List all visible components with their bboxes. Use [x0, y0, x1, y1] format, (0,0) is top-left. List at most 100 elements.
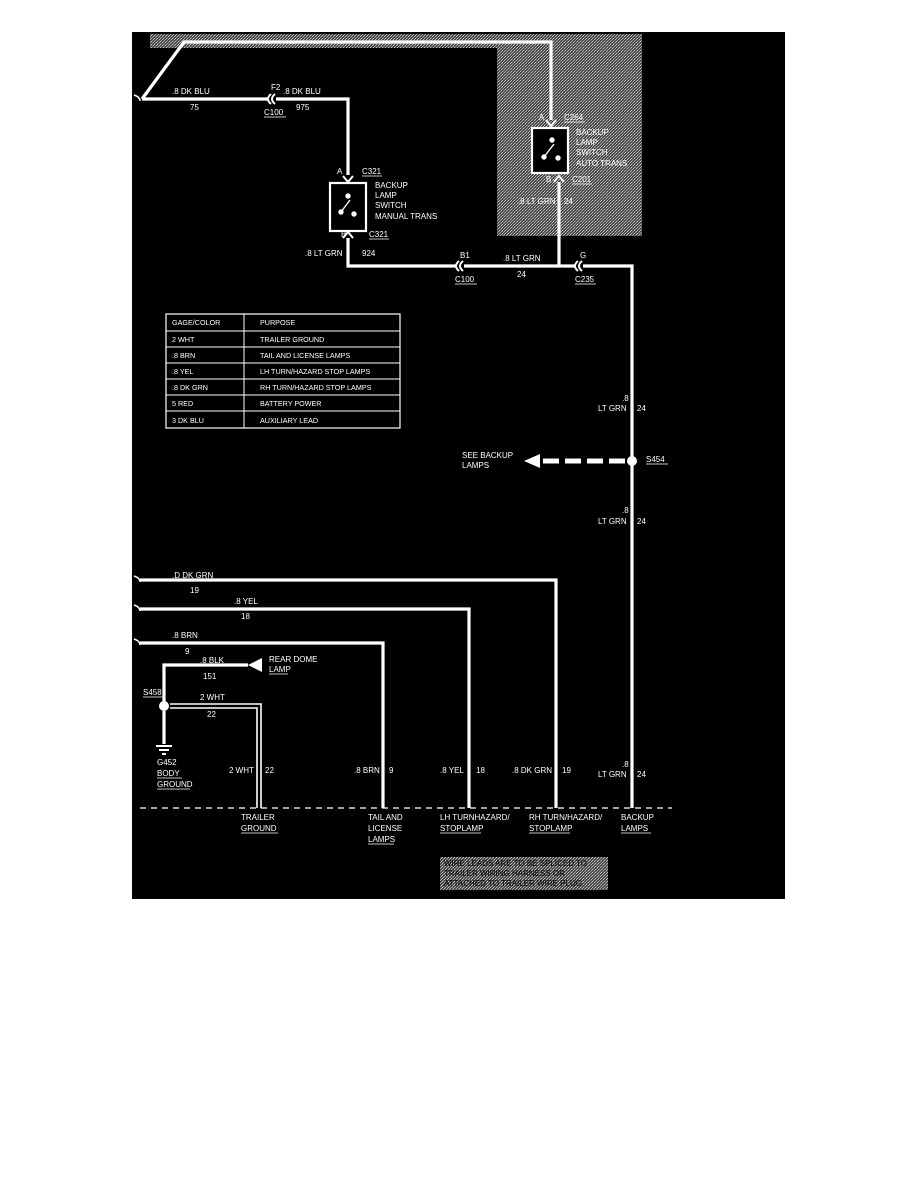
- manual-switch-box: [328, 181, 368, 233]
- circuit-number: 22: [207, 710, 216, 719]
- note-line: TRAILER WIRING HARNESS OR: [444, 869, 565, 878]
- left-stub-3: [133, 604, 141, 612]
- rear-dome-arrowhead: [248, 658, 262, 672]
- gage-color-table: GAGE/COLOR PURPOSE 2 WHT TRAILER GROUND …: [165, 313, 401, 429]
- wire-label: .8 BLK: [200, 656, 225, 665]
- wire-label: LT GRN: [598, 517, 627, 526]
- table-cell: 2 WHT: [172, 335, 195, 344]
- auto-switch-symbol: [541, 137, 561, 161]
- table-cell: RH TURN/HAZARD STOP LAMPS: [260, 383, 372, 392]
- auto-switch-label: AUTO TRANS: [576, 159, 627, 168]
- note-box: [440, 857, 608, 890]
- table-cell: LH TURN/HAZARD STOP LAMPS: [260, 367, 370, 376]
- splice-label: S454: [646, 455, 665, 464]
- circuit-number: 24: [564, 197, 573, 206]
- wire-lt-grn-24-main: [583, 264, 634, 808]
- wire-label: 2 WHT: [229, 766, 254, 775]
- circuit-number: 22: [265, 766, 274, 775]
- connector-label: C201: [572, 175, 592, 184]
- pin-label: B: [341, 230, 346, 239]
- connector-label: C321: [362, 167, 382, 176]
- circuit-number: 18: [476, 766, 485, 775]
- diagram-background: [132, 32, 785, 899]
- ground-symbol: [156, 745, 172, 755]
- see-backup-label: LAMPS: [462, 461, 489, 470]
- splice-label: S458: [143, 688, 162, 697]
- circuit-number: 24: [637, 770, 646, 779]
- manual-switch-symbol: [338, 193, 357, 217]
- wire-wht-22-b: [170, 707, 258, 808]
- wire-gauge: .8: [622, 394, 629, 403]
- circuit-number: 75: [190, 103, 199, 112]
- circuit-number: 975: [296, 103, 310, 112]
- auto-switch-label: BACKUP: [576, 128, 609, 137]
- wire-label: .8 LT GRN: [518, 197, 556, 206]
- table-header-purpose: PURPOSE: [260, 318, 295, 327]
- lead-rh: STOPLAMP: [529, 824, 572, 833]
- lead-trailer-ground: GROUND: [241, 824, 277, 833]
- circuit-number: 19: [562, 766, 571, 775]
- note-line: ATTACHED TO TRAILER WIRE PLUG.: [444, 879, 584, 888]
- lead-backup: BACKUP: [621, 813, 654, 822]
- see-backup-arrowhead: [524, 454, 540, 468]
- wire-wht-22: [170, 703, 262, 808]
- circuit-number: 924: [362, 249, 376, 258]
- left-stub-4: [133, 638, 141, 646]
- wire-label: .8 DK GRN: [512, 766, 552, 775]
- manual-switch-label: MANUAL TRANS: [375, 212, 437, 221]
- auto-switch-box: [530, 126, 570, 175]
- lead-backup: LAMPS: [621, 824, 648, 833]
- pin-label: A: [539, 113, 545, 122]
- ground-label: BODY: [157, 769, 180, 778]
- auto-switch-label: SWITCH: [576, 148, 608, 157]
- s454-splice: [627, 456, 637, 466]
- manual-switch-label: SWITCH: [375, 201, 407, 210]
- table-cell: AUXILIARY LEAD: [260, 416, 318, 425]
- auto-switch-label: LAMP: [576, 138, 598, 147]
- table-cell: .8 YEL: [172, 367, 193, 376]
- manual-switch-label: LAMP: [375, 191, 397, 200]
- left-stub-2: [133, 575, 141, 583]
- lead-tail-license: LICENSE: [368, 824, 402, 833]
- wire-label: .8 DK BLU: [172, 87, 210, 96]
- wire-lt-grn-924: [346, 238, 456, 268]
- auto-trans-shaded-region: [497, 34, 642, 236]
- pin-label: B: [546, 175, 551, 184]
- wire-top-loop: [140, 40, 553, 120]
- table-cell: .8 DK GRN: [172, 383, 208, 392]
- lead-lh: LH TURNHAZARD/: [440, 813, 510, 822]
- table-cell: .8 BRN: [172, 351, 195, 360]
- rear-dome-label: LAMP: [269, 665, 291, 674]
- table-header-gage: GAGE/COLOR: [172, 318, 220, 327]
- wire-label: 2 WHT: [200, 693, 225, 702]
- circuit-number: 151: [203, 672, 217, 681]
- wire-gauge: .8: [622, 506, 629, 515]
- lead-rh: RH TURN/HAZARD/: [529, 813, 603, 822]
- s458-splice: [159, 701, 169, 711]
- circuit-number: 9: [389, 766, 394, 775]
- wire-label: .8 LT GRN: [503, 254, 541, 263]
- connector-label: C264: [564, 113, 584, 122]
- rear-dome-label: REAR DOME: [269, 655, 317, 664]
- circuit-number: 19: [190, 586, 199, 595]
- wire-label: .8 LT GRN: [305, 249, 343, 258]
- lead-tail-license: TAIL AND: [368, 813, 403, 822]
- circuit-number: 24: [637, 517, 646, 526]
- wire-label: .8 BRN: [354, 766, 380, 775]
- circuit-number: 18: [241, 612, 250, 621]
- wire-label: LT GRN: [598, 404, 627, 413]
- circuit-number: 24: [637, 404, 646, 413]
- connector-label: C100: [455, 275, 475, 284]
- connector-c201-symbol: [553, 174, 565, 183]
- wire-gauge: .8: [622, 760, 629, 769]
- connector-label: C235: [575, 275, 595, 284]
- wire-label: LT GRN: [598, 770, 627, 779]
- lead-trailer-ground: TRAILER: [241, 813, 275, 822]
- see-backup-label: SEE BACKUP: [462, 451, 513, 460]
- table-cell: TRAILER GROUND: [260, 335, 324, 344]
- wire-blk-151: [162, 663, 248, 702]
- wire-label: .8 BRN: [172, 631, 198, 640]
- wire-yel-18: [140, 607, 471, 808]
- wire-label: .8 YEL: [440, 766, 464, 775]
